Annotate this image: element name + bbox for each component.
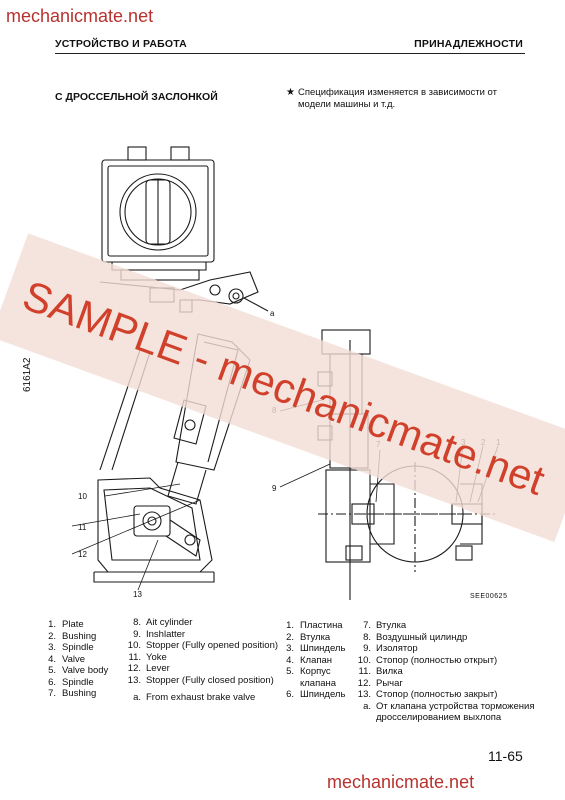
- spec-note-line1: Спецификация изменяется в зависимости от: [298, 87, 497, 98]
- spec-note-line2: модели машины и т.д.: [298, 99, 396, 110]
- legend-num: 8.: [133, 617, 141, 628]
- sample-stamp: SAMPLE - mechanicmate.net: [0, 233, 565, 542]
- page-number: 11-65: [488, 748, 523, 764]
- legend-num: 13.: [357, 689, 371, 700]
- legend-text: Spindle: [62, 642, 94, 653]
- legend-num: 12.: [357, 677, 371, 689]
- legend-num: 11.: [358, 666, 371, 677]
- legend-num: 12.: [127, 663, 141, 674]
- watermark-bottom: mechanicmate.net: [327, 772, 475, 792]
- legend-text: Втулка: [376, 620, 407, 631]
- watermark-top: mechanicmate.net: [6, 6, 154, 26]
- legend-text: Valve: [62, 653, 86, 665]
- legend-text: Вилка: [376, 666, 403, 677]
- legend-num: [351, 712, 376, 724]
- legend-num: 9.: [363, 643, 371, 654]
- legend-text: Изолятор: [376, 643, 418, 654]
- legend-num: 4.: [286, 654, 294, 666]
- legend-num: 1.: [48, 619, 56, 630]
- legend-num: 2.: [286, 631, 294, 643]
- legend-num: 7.: [48, 688, 56, 699]
- legend-num: 9.: [133, 628, 141, 640]
- legend-text: Bushing: [62, 630, 97, 642]
- legend-text: Stopper (Fully closed position): [146, 674, 274, 686]
- legend-num: 10.: [357, 654, 371, 666]
- legend-text: клапана: [300, 677, 337, 689]
- legend-text: Стопор (полностью закрыт): [376, 689, 498, 700]
- legend-num: 3.: [286, 643, 294, 654]
- star-icon: ★: [286, 87, 295, 98]
- figure-code: SEE00625: [470, 593, 508, 600]
- figure-side-code: 6161A2: [22, 357, 33, 392]
- legend-text: дросселированием выхлопа: [376, 712, 502, 723]
- legend-text: Пластина: [300, 620, 343, 631]
- legend-text: Шпиндель: [300, 689, 346, 700]
- legend-num: 11.: [128, 651, 141, 663]
- callout-11: 11: [78, 523, 87, 532]
- legend-text: Inshlatter: [146, 628, 186, 640]
- legend-text: Воздушный цилиндр: [376, 631, 468, 643]
- legend-num: 3.: [48, 642, 56, 653]
- header-right: ПРИНАДЛЕЖНОСТИ: [414, 38, 523, 50]
- legend-text: Рычаг: [376, 677, 403, 689]
- legend-text: Ait cylinder: [146, 617, 193, 628]
- spec-note: ★ Спецификация изменяется в зависимости …: [286, 87, 538, 111]
- callout-9: 9: [272, 484, 277, 493]
- legend-num: 6.: [286, 689, 294, 700]
- upper-flange: [101, 146, 215, 281]
- legend-text: Lever: [146, 663, 170, 674]
- section-title: С ДРОССЕЛЬНОЙ ЗАСЛОНКОЙ: [55, 91, 218, 103]
- legend-text: Bushing: [62, 688, 97, 699]
- legend-num: 13.: [127, 674, 141, 686]
- legend-text: Втулка: [300, 631, 331, 643]
- callout-12: 12: [78, 550, 87, 559]
- legend-text: Клапан: [300, 654, 333, 666]
- legend-text: Spindle: [62, 676, 94, 688]
- legend-num: 4.: [48, 653, 56, 665]
- legend-num: 7.: [363, 620, 371, 631]
- legend-text: From exhaust brake valve: [146, 692, 256, 703]
- legend-text: Stopper (Fully opened position): [146, 640, 279, 651]
- sample-stamp-text: SAMPLE - mechanicmate.net: [17, 271, 551, 504]
- callout-a: a: [270, 309, 275, 318]
- legend-num: 8.: [363, 631, 371, 643]
- legend-en-col1: 1. Plate 2. Bushing 3. Spindle 4. Valve 5. Va…: [40, 619, 108, 700]
- legend-text: Plate: [62, 619, 84, 630]
- legend-num: 1.: [286, 620, 294, 631]
- legend-text: От клапана устройства торможения: [376, 700, 535, 712]
- header-left: УСТРОЙСТВО И РАБОТА: [55, 38, 187, 50]
- legend-text: Корпус: [300, 666, 331, 677]
- legend-text: Yoke: [146, 651, 167, 663]
- legend-ru-col2: 7.Втулка 8.Воздушный цилиндр 9.Изолятор …: [351, 620, 535, 724]
- legend-num: 10.: [127, 640, 141, 651]
- legend-num: 5.: [286, 666, 294, 677]
- legend-en-col2: 8. Ait cylinder 9. Inshlatter 10. Stopper (…: [121, 617, 278, 704]
- legend-text: Valve body: [62, 665, 109, 676]
- legend-text: Стопор (полностью открыт): [376, 654, 498, 666]
- legend-num: 6.: [48, 676, 56, 688]
- legend-num: 5.: [48, 665, 56, 676]
- legend-num: 2.: [48, 630, 56, 642]
- lower-valve-body: [93, 477, 215, 583]
- callout-13: 13: [133, 590, 142, 599]
- callout-10: 10: [78, 492, 87, 501]
- legend-ru-col1: 1.Пластина 2.Втулка 3.Шпиндель 4.Клапан …: [278, 620, 345, 701]
- header-rule: [55, 53, 525, 54]
- legend-num: a.: [363, 700, 371, 712]
- legend-num: [278, 678, 300, 690]
- legend-num: a.: [133, 692, 141, 703]
- legend-text: Шпиндель: [300, 643, 346, 654]
